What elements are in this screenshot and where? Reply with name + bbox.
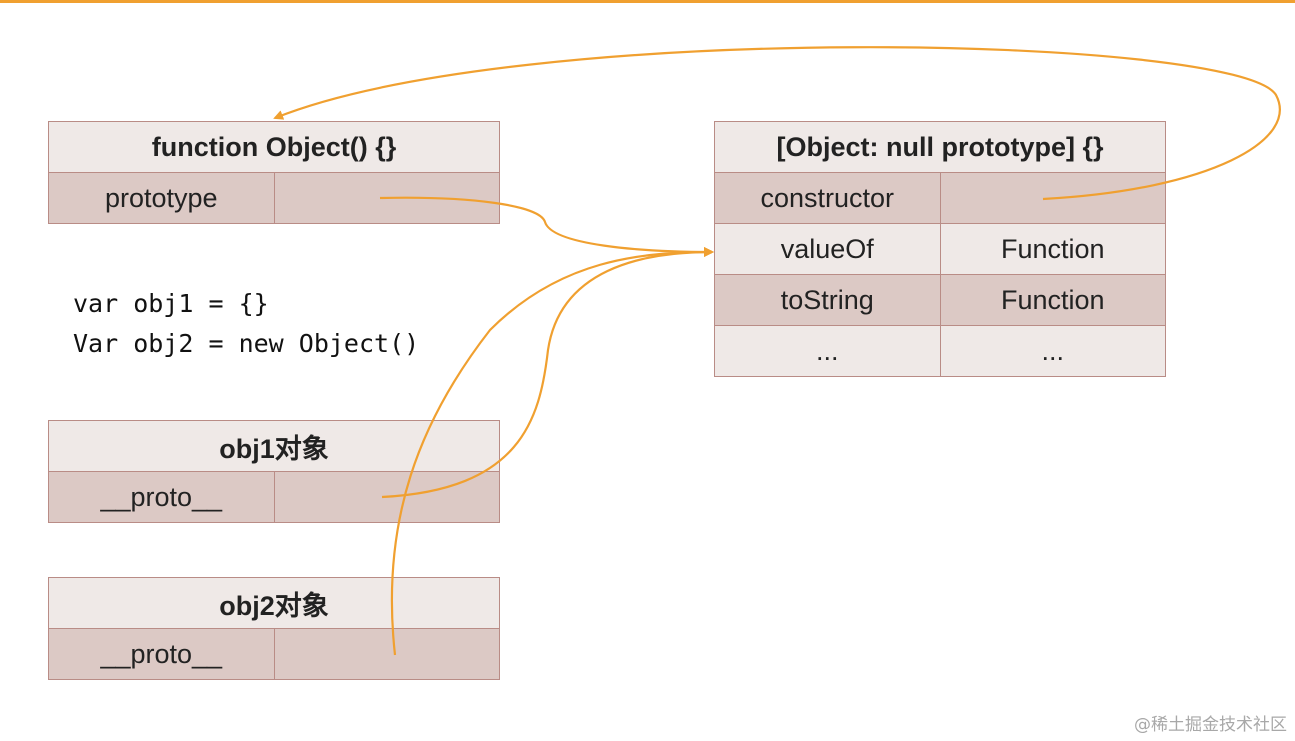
prototype-to-object-arrow (379, 196, 714, 257)
obj2-box: obj2对象 __proto__ (48, 577, 500, 680)
ellipsis-key: ... (714, 325, 941, 377)
obj2-proto-value (273, 628, 500, 680)
obj1-box: obj1对象 __proto__ (48, 420, 500, 523)
constructor-to-function-arrow (273, 46, 1281, 201)
valueof-value: Function (939, 223, 1166, 275)
function-object-title: function Object() {} (48, 121, 500, 173)
tostring-value: Function (939, 274, 1166, 326)
obj2-title: obj2对象 (48, 577, 500, 629)
watermark: @稀土掘金技术社区 (1134, 715, 1287, 735)
obj2-proto-arrow (390, 247, 714, 656)
tostring-key: toString (714, 274, 941, 326)
constructor-key: constructor (714, 172, 941, 224)
prototype-key: prototype (48, 172, 275, 224)
code-line-2: Var obj2 = new Object() (73, 329, 420, 358)
obj1-proto-arrow (381, 247, 714, 499)
prototype-object-title: [Object: null prototype] {} (714, 121, 1166, 173)
obj1-title: obj1对象 (48, 420, 500, 472)
code-line-1: var obj1 = {} (73, 289, 269, 318)
function-object-box: function Object() {} prototype (48, 121, 500, 224)
code-snippet: var obj1 = {} Var obj2 = new Object() (73, 284, 419, 364)
obj2-proto-key: __proto__ (48, 628, 275, 680)
top-accent-line (0, 0, 1295, 3)
ellipsis-value: ... (939, 325, 1166, 377)
obj1-proto-key: __proto__ (48, 471, 275, 523)
